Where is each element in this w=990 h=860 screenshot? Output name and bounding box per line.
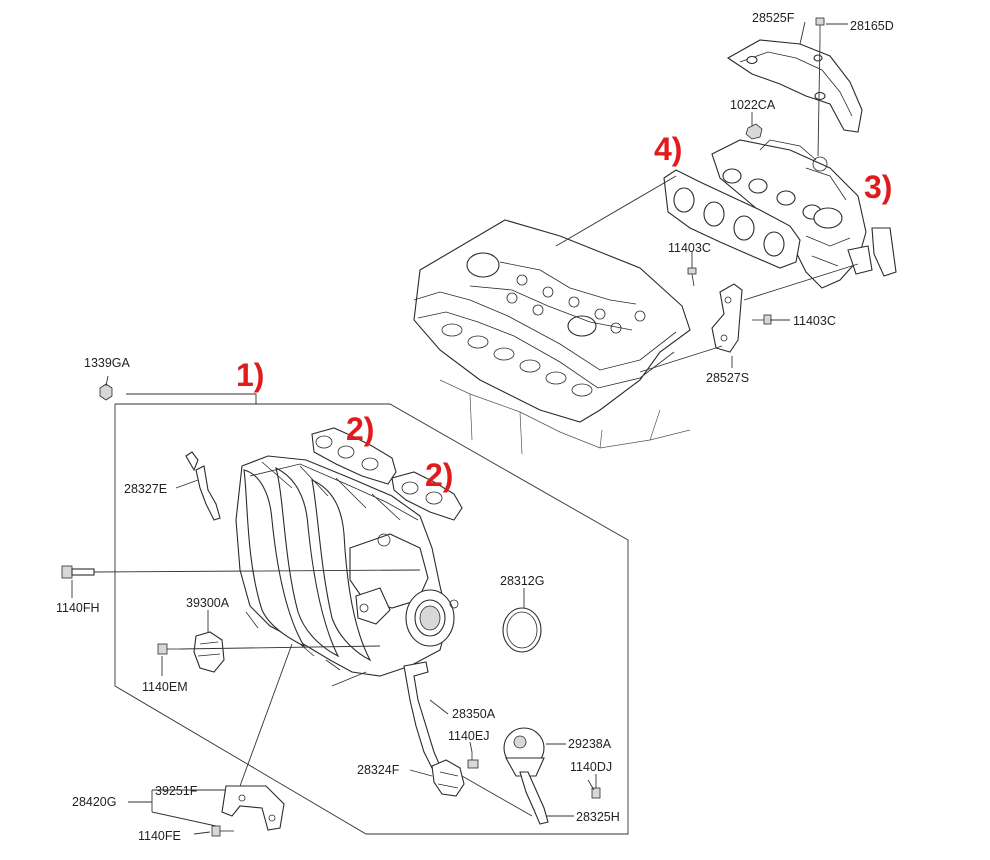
bolt-11403c-lower-icon bbox=[752, 314, 772, 325]
label-28312g: 28312G bbox=[500, 574, 544, 588]
bolt-1140fh-icon bbox=[61, 565, 95, 579]
intake-gasket-right-illustration bbox=[391, 471, 463, 521]
label-28324f: 28324F bbox=[357, 763, 400, 777]
label-28325h: 28325H bbox=[576, 810, 620, 824]
hose-28325h-illustration bbox=[519, 771, 549, 825]
label-1140fh: 1140FH bbox=[56, 601, 100, 615]
intake-manifold-illustration bbox=[235, 455, 459, 677]
bolt-1140fe-icon bbox=[211, 825, 234, 837]
label-1140dj: 1140DJ bbox=[570, 760, 612, 774]
intake-gasket-left-illustration bbox=[311, 427, 397, 485]
label-28420g: 28420G bbox=[72, 795, 116, 809]
bolt-1140dj-icon bbox=[587, 779, 601, 799]
nut-1022ca-icon bbox=[745, 123, 763, 140]
label-28350a: 28350A bbox=[452, 707, 496, 721]
hose-28350a-illustration bbox=[403, 661, 441, 769]
callout-1-intake-manifold: 1) bbox=[236, 357, 264, 393]
label-39251f: 39251F bbox=[155, 784, 198, 798]
label-39300a: 39300A bbox=[186, 596, 230, 610]
label-28165d: 28165D bbox=[850, 19, 894, 33]
bolt-1140ej-icon bbox=[467, 752, 479, 769]
sensor-39300a-illustration bbox=[193, 631, 225, 673]
part-number-labels: 28525F 28165D 1022CA 11403C 11403C 28527… bbox=[56, 11, 894, 843]
cylinder-head-illustration bbox=[413, 219, 691, 455]
nut-1339ga-icon bbox=[99, 383, 113, 401]
callouts: 1) 2) 2) 3) 4) bbox=[236, 131, 892, 493]
label-28525f: 28525F bbox=[752, 11, 795, 25]
label-11403c-upper: 11403C bbox=[668, 241, 711, 255]
actuator-29238a-illustration bbox=[503, 727, 545, 777]
callout-4-exhaust-gasket: 4) bbox=[654, 131, 682, 167]
valve-28324f-illustration bbox=[431, 759, 465, 797]
exhaust-manifold-illustration bbox=[711, 139, 897, 289]
label-1140fe: 1140FE bbox=[138, 829, 181, 843]
intake-assembly-frame bbox=[114, 393, 629, 835]
hose-28327e-illustration bbox=[185, 451, 221, 521]
label-28327e: 28327E bbox=[124, 482, 167, 496]
label-1022ca: 1022CA bbox=[730, 98, 776, 112]
label-1140ej: 1140EJ bbox=[448, 729, 489, 743]
label-28527s: 28527S bbox=[706, 371, 749, 385]
label-1339ga: 1339GA bbox=[84, 356, 131, 370]
bracket-39251f-illustration bbox=[221, 785, 285, 831]
label-11403c-lower: 11403C bbox=[793, 314, 836, 328]
callout-3-exhaust-manifold: 3) bbox=[864, 169, 892, 205]
leader-lines bbox=[71, 21, 859, 835]
exhaust-bracket-illustration bbox=[711, 283, 743, 353]
callout-2-intake-gasket-left: 2) bbox=[346, 411, 374, 447]
bolt-11403c-upper-icon bbox=[687, 267, 697, 287]
callout-2-intake-gasket-right: 2) bbox=[425, 457, 453, 493]
exhaust-gasket-illustration bbox=[663, 169, 801, 269]
label-29238a: 29238A bbox=[568, 737, 612, 751]
label-1140em: 1140EM bbox=[142, 680, 188, 694]
heat-shield-illustration bbox=[726, 39, 863, 133]
oring-28312g-illustration bbox=[502, 607, 542, 653]
bolt-28165d-icon bbox=[815, 17, 825, 40]
bolt-1140em-icon bbox=[157, 643, 180, 655]
